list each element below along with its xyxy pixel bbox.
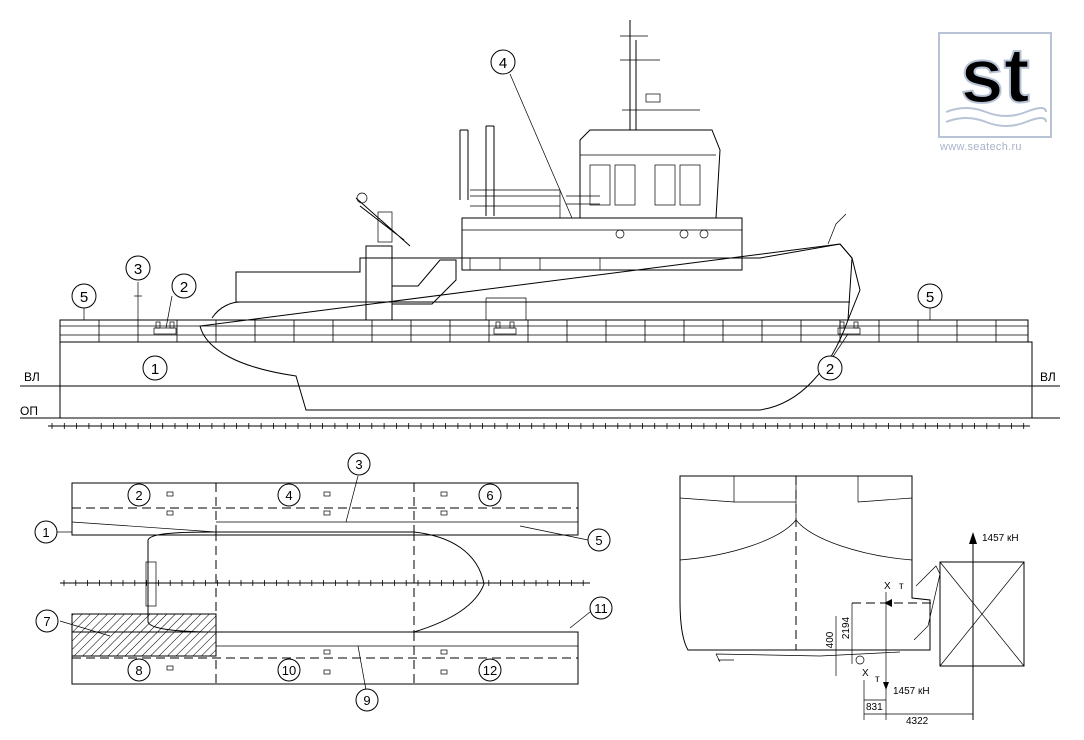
- dim-400: 400: [825, 631, 836, 648]
- svg-text:5: 5: [80, 289, 88, 306]
- callout-plan-9: 9: [355, 688, 379, 712]
- plan-scale-ticks: [63, 580, 584, 586]
- svg-text:7: 7: [43, 614, 50, 629]
- callout-side-1: 1: [142, 355, 168, 381]
- callout-plan-7: 7: [35, 609, 59, 633]
- svg-text:10: 10: [282, 663, 296, 678]
- main-deck: [235, 243, 861, 321]
- callout-plan-10: 10: [277, 658, 301, 682]
- svg-text:2: 2: [135, 488, 142, 503]
- dim-831: 831: [866, 702, 883, 713]
- svg-text:11: 11: [594, 601, 608, 616]
- marker-t-top: т: [899, 581, 904, 592]
- centre-of-gravity-marker: [855, 655, 865, 665]
- callout-plan-8: 8: [127, 658, 151, 682]
- seatech-logo: st: [938, 30, 1052, 138]
- svg-text:3: 3: [355, 457, 362, 472]
- rail-posts: [59, 320, 997, 342]
- marker-x-top: Х: [884, 581, 891, 592]
- callout-plan-3: 3: [347, 452, 371, 476]
- waterline-label-left: ВЛ: [24, 370, 40, 384]
- wheelhouse: [579, 129, 721, 219]
- callout-plan-12: 12: [478, 658, 502, 682]
- force-top-label: 1457 кН: [982, 533, 1019, 544]
- callout-side-5b: 5: [917, 283, 943, 309]
- svg-text:1: 1: [151, 361, 159, 378]
- svg-text:2: 2: [826, 361, 834, 378]
- barge-hull: [59, 341, 1033, 419]
- svg-text:12: 12: [483, 663, 497, 678]
- dim-4322: 4322: [906, 716, 929, 727]
- svg-text:3: 3: [134, 261, 142, 278]
- svg-text:8: 8: [135, 663, 142, 678]
- callout-plan-4: 4: [277, 483, 301, 507]
- watermark-url: www.seatech.ru: [940, 141, 1022, 153]
- callout-plan-1: 1: [34, 520, 58, 544]
- side-elevation: ВЛ ВЛ ОП: [20, 20, 1060, 429]
- svg-text:5: 5: [595, 533, 602, 548]
- svg-text:6: 6: [486, 488, 493, 503]
- callout-plan-6: 6: [478, 483, 502, 507]
- tug-hull: [199, 243, 853, 411]
- callout-plan-5: 5: [587, 528, 611, 552]
- bulwark: [59, 319, 1029, 343]
- callout-plan-11: 11: [589, 596, 613, 620]
- marker-t-bottom: т: [875, 674, 880, 685]
- svg-text:1: 1: [42, 525, 49, 540]
- marker-x-bottom: Х: [862, 668, 869, 679]
- svg-text:5: 5: [926, 289, 934, 306]
- svg-text:2: 2: [180, 279, 188, 296]
- baseline-label: ОП: [20, 404, 38, 418]
- callout-side-4: 4: [490, 49, 516, 75]
- svg-text:st: st: [960, 31, 1029, 119]
- tug-plan-outline: [147, 531, 485, 633]
- plan-view: 1 2 3 4 5 6 7 8 9 10 11 12: [34, 452, 613, 712]
- callout-side-3: 3: [125, 255, 151, 281]
- svg-text:4: 4: [285, 488, 292, 503]
- waterline-label-right: ВЛ: [1040, 370, 1056, 384]
- upper-pontoon: [71, 482, 579, 536]
- callout-plan-2: 2: [127, 483, 151, 507]
- tug-section: [679, 475, 931, 651]
- crane-column: [365, 245, 393, 321]
- callout-side-2a: 2: [171, 273, 197, 299]
- svg-text:9: 9: [363, 693, 370, 708]
- frame-scale-ticks: [51, 423, 1025, 429]
- force-bottom-label: 1457 кН: [893, 686, 930, 697]
- callout-side-2b: 2: [817, 355, 843, 381]
- svg-text:4: 4: [499, 55, 507, 72]
- dim-2194: 2194: [841, 616, 852, 639]
- hatched-zone: [71, 613, 217, 657]
- callout-side-5a: 5: [71, 283, 97, 309]
- section-view: 1457 кН 1457 кН Х т 400 2194 Х т 831 432…: [679, 475, 1025, 727]
- load-box: [939, 561, 1025, 667]
